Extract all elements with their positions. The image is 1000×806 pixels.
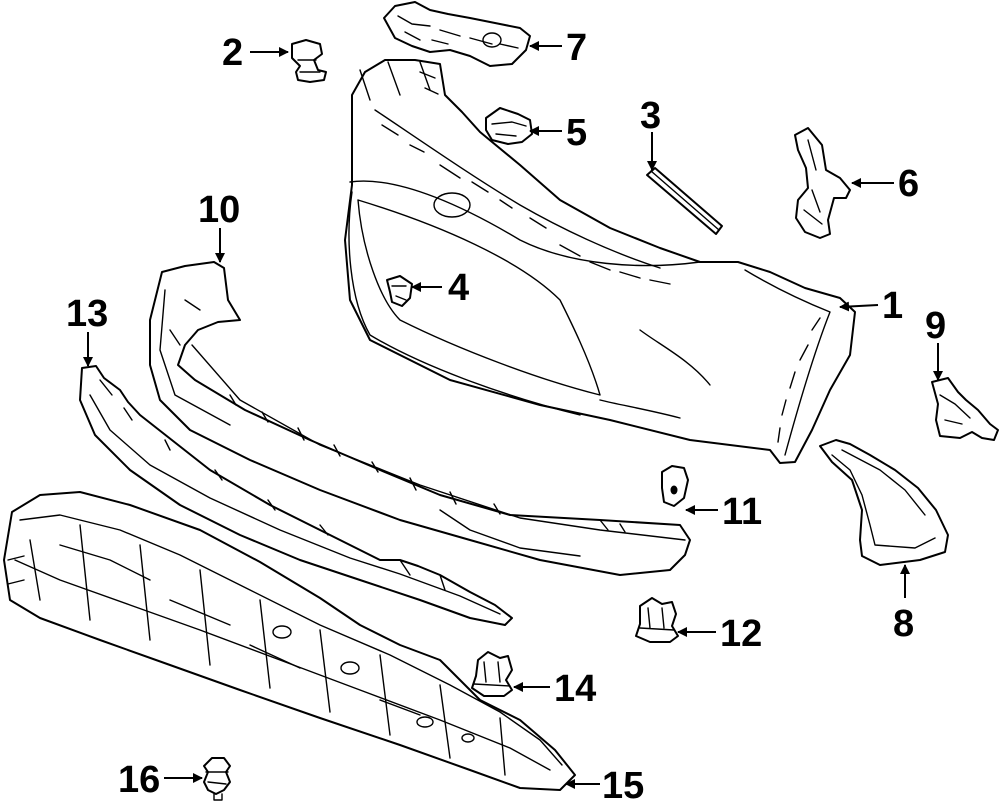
part-15-under-cover[interactable] — [3, 491, 576, 791]
part-9-small-bracket[interactable] — [931, 377, 999, 441]
part-16-push-clip[interactable] — [203, 757, 231, 801]
leader-lines — [83, 41, 943, 789]
callout-5: 5 — [566, 112, 587, 154]
callout-4: 4 — [448, 267, 469, 309]
part-5-bracket[interactable] — [485, 107, 533, 145]
callout-10: 10 — [198, 189, 240, 231]
leader-1 — [839, 301, 879, 312]
part-1-bumper-cover[interactable] — [344, 59, 856, 464]
part-13-lower-valance[interactable] — [79, 365, 513, 626]
part-6-side-bracket[interactable] — [794, 127, 851, 239]
part-3-molding-strip[interactable] — [646, 167, 723, 235]
part-14-retainer[interactable] — [471, 651, 513, 697]
callout-7: 7 — [566, 27, 587, 69]
callout-12: 12 — [720, 613, 762, 655]
part-12-retainer[interactable] — [635, 597, 679, 643]
callout-14: 14 — [554, 668, 596, 710]
callout-labels: 1 2 3 4 5 6 7 8 9 10 11 12 13 14 15 16 — [66, 27, 946, 806]
part-7-upper-bracket[interactable] — [383, 1, 531, 67]
callout-13: 13 — [66, 293, 108, 335]
callout-3: 3 — [640, 95, 661, 137]
callout-11: 11 — [722, 491, 762, 533]
part-10-lower-lip[interactable] — [149, 261, 691, 576]
callout-15: 15 — [602, 765, 644, 806]
part-11-clip[interactable] — [661, 465, 689, 507]
callout-2: 2 — [222, 32, 243, 74]
part-8-side-cover[interactable] — [819, 439, 949, 566]
callout-1: 1 — [882, 285, 903, 327]
part-2-clip[interactable] — [291, 39, 327, 83]
callout-9: 9 — [925, 305, 946, 347]
part-4-clip[interactable] — [386, 275, 413, 307]
callout-8: 8 — [893, 603, 914, 645]
callout-6: 6 — [898, 163, 919, 205]
callout-16: 16 — [118, 759, 160, 801]
